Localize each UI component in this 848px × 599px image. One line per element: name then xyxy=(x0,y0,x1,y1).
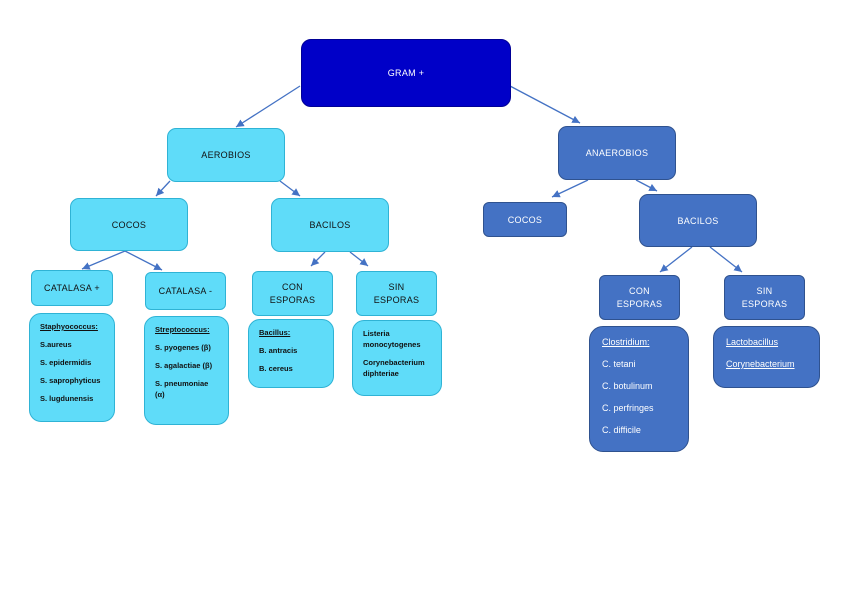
node-ana-cocos: COCOS xyxy=(483,202,567,237)
node-catalasa-pos: CATALASA + xyxy=(31,270,113,306)
node-gram-positive: GRAM + xyxy=(301,39,511,107)
node-ana-bacilos: BACILOS xyxy=(639,194,757,247)
bacillus-header: Bacillus: xyxy=(259,328,291,337)
node-ana-bacilos-label: BACILOS xyxy=(677,215,719,226)
node-ana-con-esporas-l1: CON xyxy=(629,286,650,296)
node-aero-sin-esporas-l2: ESPORAS xyxy=(373,295,420,305)
node-catalasa-pos-label: CATALASA + xyxy=(44,283,100,293)
list-item: C. difficile xyxy=(602,425,641,435)
list-item: S. pyogenes (β) xyxy=(155,343,211,352)
list-item: B. antracis xyxy=(259,346,298,355)
node-aero-sin-esporas: SIN ESPORAS xyxy=(356,271,437,316)
streptococcus-header: Streptococcus: xyxy=(155,325,210,334)
node-ana-sin-esporas-l1: SIN xyxy=(756,286,773,296)
list-item: S. lugdunensis xyxy=(40,394,94,403)
list-item: Corynebacterium xyxy=(363,358,425,367)
clostridium-header: Clostridium: xyxy=(602,337,650,347)
list-item: C. botulinum xyxy=(602,381,653,391)
list-item: S. agalactiae (β) xyxy=(155,361,213,370)
node-ana-sin-esporas-l2: ESPORAS xyxy=(741,299,788,309)
bacillus-list: Bacillus: B. antracis B. cereus xyxy=(248,319,334,388)
node-aero-con-esporas-l1: CON xyxy=(282,282,303,292)
list-item: diphteriae xyxy=(363,369,399,378)
list-item: C. tetani xyxy=(602,359,636,369)
arrow-anaerobios-cocos xyxy=(551,179,589,198)
list-item: (α) xyxy=(155,390,165,399)
arrow-root-aerobios xyxy=(235,85,301,128)
arrow-anaerobios-bacilos xyxy=(635,179,658,192)
arrow-aerobios-cocos xyxy=(155,180,171,197)
node-aerobios-label: AEROBIOS xyxy=(201,150,251,160)
node-aero-cocos-label: COCOS xyxy=(111,219,147,230)
node-ana-sin-esporas: SIN ESPORAS xyxy=(724,275,805,320)
corynebacterium-link: Corynebacterium xyxy=(726,359,795,369)
staphylococcus-list: Staphyococcus: S.aureus S. epidermidis S… xyxy=(29,313,115,422)
node-anaerobios: ANAEROBIOS xyxy=(558,126,676,180)
node-aero-cocos: COCOS xyxy=(70,198,188,251)
listeria-list: Listeria monocytogenes Corynebacterium d… xyxy=(352,320,442,396)
node-aerobios: AEROBIOS xyxy=(167,128,285,182)
list-item: S. pneumoniae xyxy=(155,379,209,388)
node-aero-con-esporas: CON ESPORAS xyxy=(252,271,333,316)
streptococcus-list: Streptococcus: S. pyogenes (β) S. agalac… xyxy=(144,316,229,425)
list-item: C. perfringes xyxy=(602,403,654,413)
staphylococcus-header: Staphyococcus: xyxy=(40,322,98,331)
node-anaerobios-label: ANAEROBIOS xyxy=(585,148,649,158)
clostridium-list: Clostridium: C. tetani C. botulinum C. p… xyxy=(589,326,689,452)
node-ana-cocos-label: COCOS xyxy=(507,214,543,225)
node-ana-con-esporas: CON ESPORAS xyxy=(599,275,680,320)
arrow-bacilos-con xyxy=(310,251,326,267)
node-aero-con-esporas-l2: ESPORAS xyxy=(269,295,316,305)
node-ana-con-esporas-l2: ESPORAS xyxy=(616,299,663,309)
node-aero-bacilos-label: BACILOS xyxy=(309,220,351,230)
arrow-aerobios-bacilos xyxy=(279,180,301,197)
arrow-bacilos-sin xyxy=(349,251,369,267)
arrow-root-anaerobios xyxy=(509,85,581,124)
list-item: S. epidermidis xyxy=(40,358,92,367)
node-catalasa-neg-label: CATALASA - xyxy=(158,286,213,296)
arrow-bacilos-sin-ana xyxy=(709,246,743,273)
node-catalasa-neg: CATALASA - xyxy=(145,272,226,310)
arrow-bacilos-con-ana xyxy=(659,246,693,273)
list-item: Listeria xyxy=(363,329,390,338)
arrow-cocos-catalasa-pos xyxy=(81,250,126,270)
lactobacillus-link: Lactobacillus xyxy=(726,337,779,347)
node-gram-positive-label: GRAM + xyxy=(387,68,425,78)
node-aero-bacilos: BACILOS xyxy=(271,198,389,252)
node-aero-sin-esporas-l1: SIN xyxy=(388,282,405,292)
lactobacillus-list: Lactobacillus Corynebacterium xyxy=(713,326,820,388)
list-item: monocytogenes xyxy=(363,340,421,349)
list-item: S. saprophyticus xyxy=(40,376,101,385)
list-item: S.aureus xyxy=(40,340,72,349)
list-item: B. cereus xyxy=(259,364,293,373)
arrow-cocos-catalasa-neg xyxy=(124,250,163,271)
